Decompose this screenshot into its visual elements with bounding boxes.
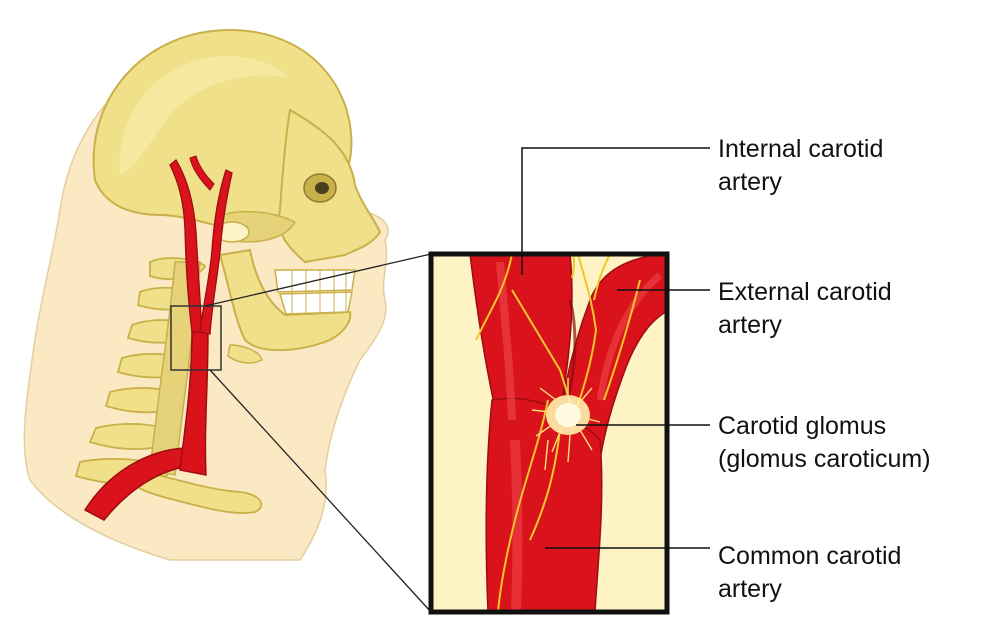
label-external-line1: External carotid [718,276,892,309]
label-common-carotid-artery: Common carotid artery [718,540,901,606]
label-external-carotid-artery: External carotid artery [718,276,892,342]
label-carotid-glomus: Carotid glomus (glomus caroticum) [718,410,931,476]
label-common-line2: artery [718,573,901,606]
lower-teeth [280,292,352,314]
inset-enlargement [431,254,700,612]
label-glomus-line1: Carotid glomus [718,410,931,443]
label-internal-line2: artery [718,166,883,199]
label-internal-line1: Internal carotid [718,133,883,166]
label-glomus-line2: (glomus caroticum) [718,443,931,476]
label-external-line2: artery [718,309,892,342]
inset-highlight-common [515,440,517,612]
label-common-line1: Common carotid [718,540,901,573]
eye [315,182,329,194]
head-illustration [24,30,388,560]
label-internal-carotid-artery: Internal carotid artery [718,133,883,199]
